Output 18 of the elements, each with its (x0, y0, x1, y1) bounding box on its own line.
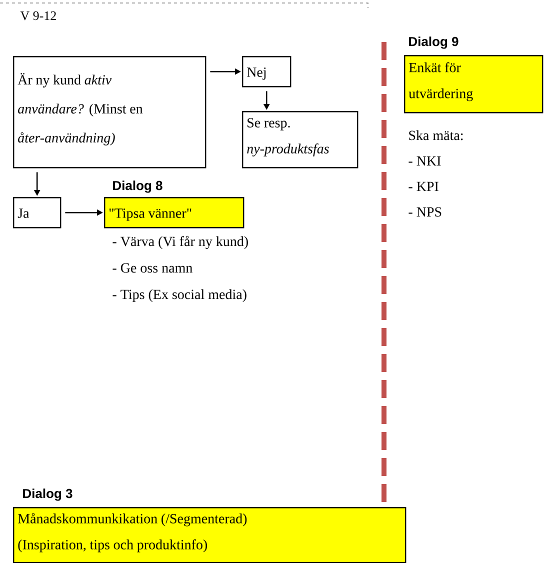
process-box: Månadskommunkikation (/Segmenterad) (Inspiration, tips och produktinfo) (13, 507, 406, 563)
process-box: Ja (13, 197, 62, 228)
heading: Dialog 3 (23, 488, 72, 501)
list-item: - NPS (408, 207, 442, 217)
process-box: Är ny kund aktiv användare? (Minst en åter-användning) (13, 56, 206, 168)
heading: Dialog 9 (409, 36, 458, 49)
list-item: - KPI (408, 182, 438, 191)
list-item: - NKI (408, 156, 441, 166)
process-box: Nej (242, 56, 292, 88)
list-item: - Ge oss namn (112, 263, 192, 273)
process-box: Se resp. ny-produktsfas (242, 111, 358, 168)
process-box: Enkät för utvärdering (404, 55, 544, 114)
week-label: V 9-12 (20, 11, 56, 20)
list-item: - Värva (Vi får ny kund) (112, 236, 248, 250)
heading: Dialog 8 (113, 180, 162, 193)
list-item: - Tips (Ex social media) (112, 289, 246, 302)
list-item: Ska mäta: (409, 130, 463, 140)
process-box: "Tipsa vänner" (104, 197, 244, 228)
